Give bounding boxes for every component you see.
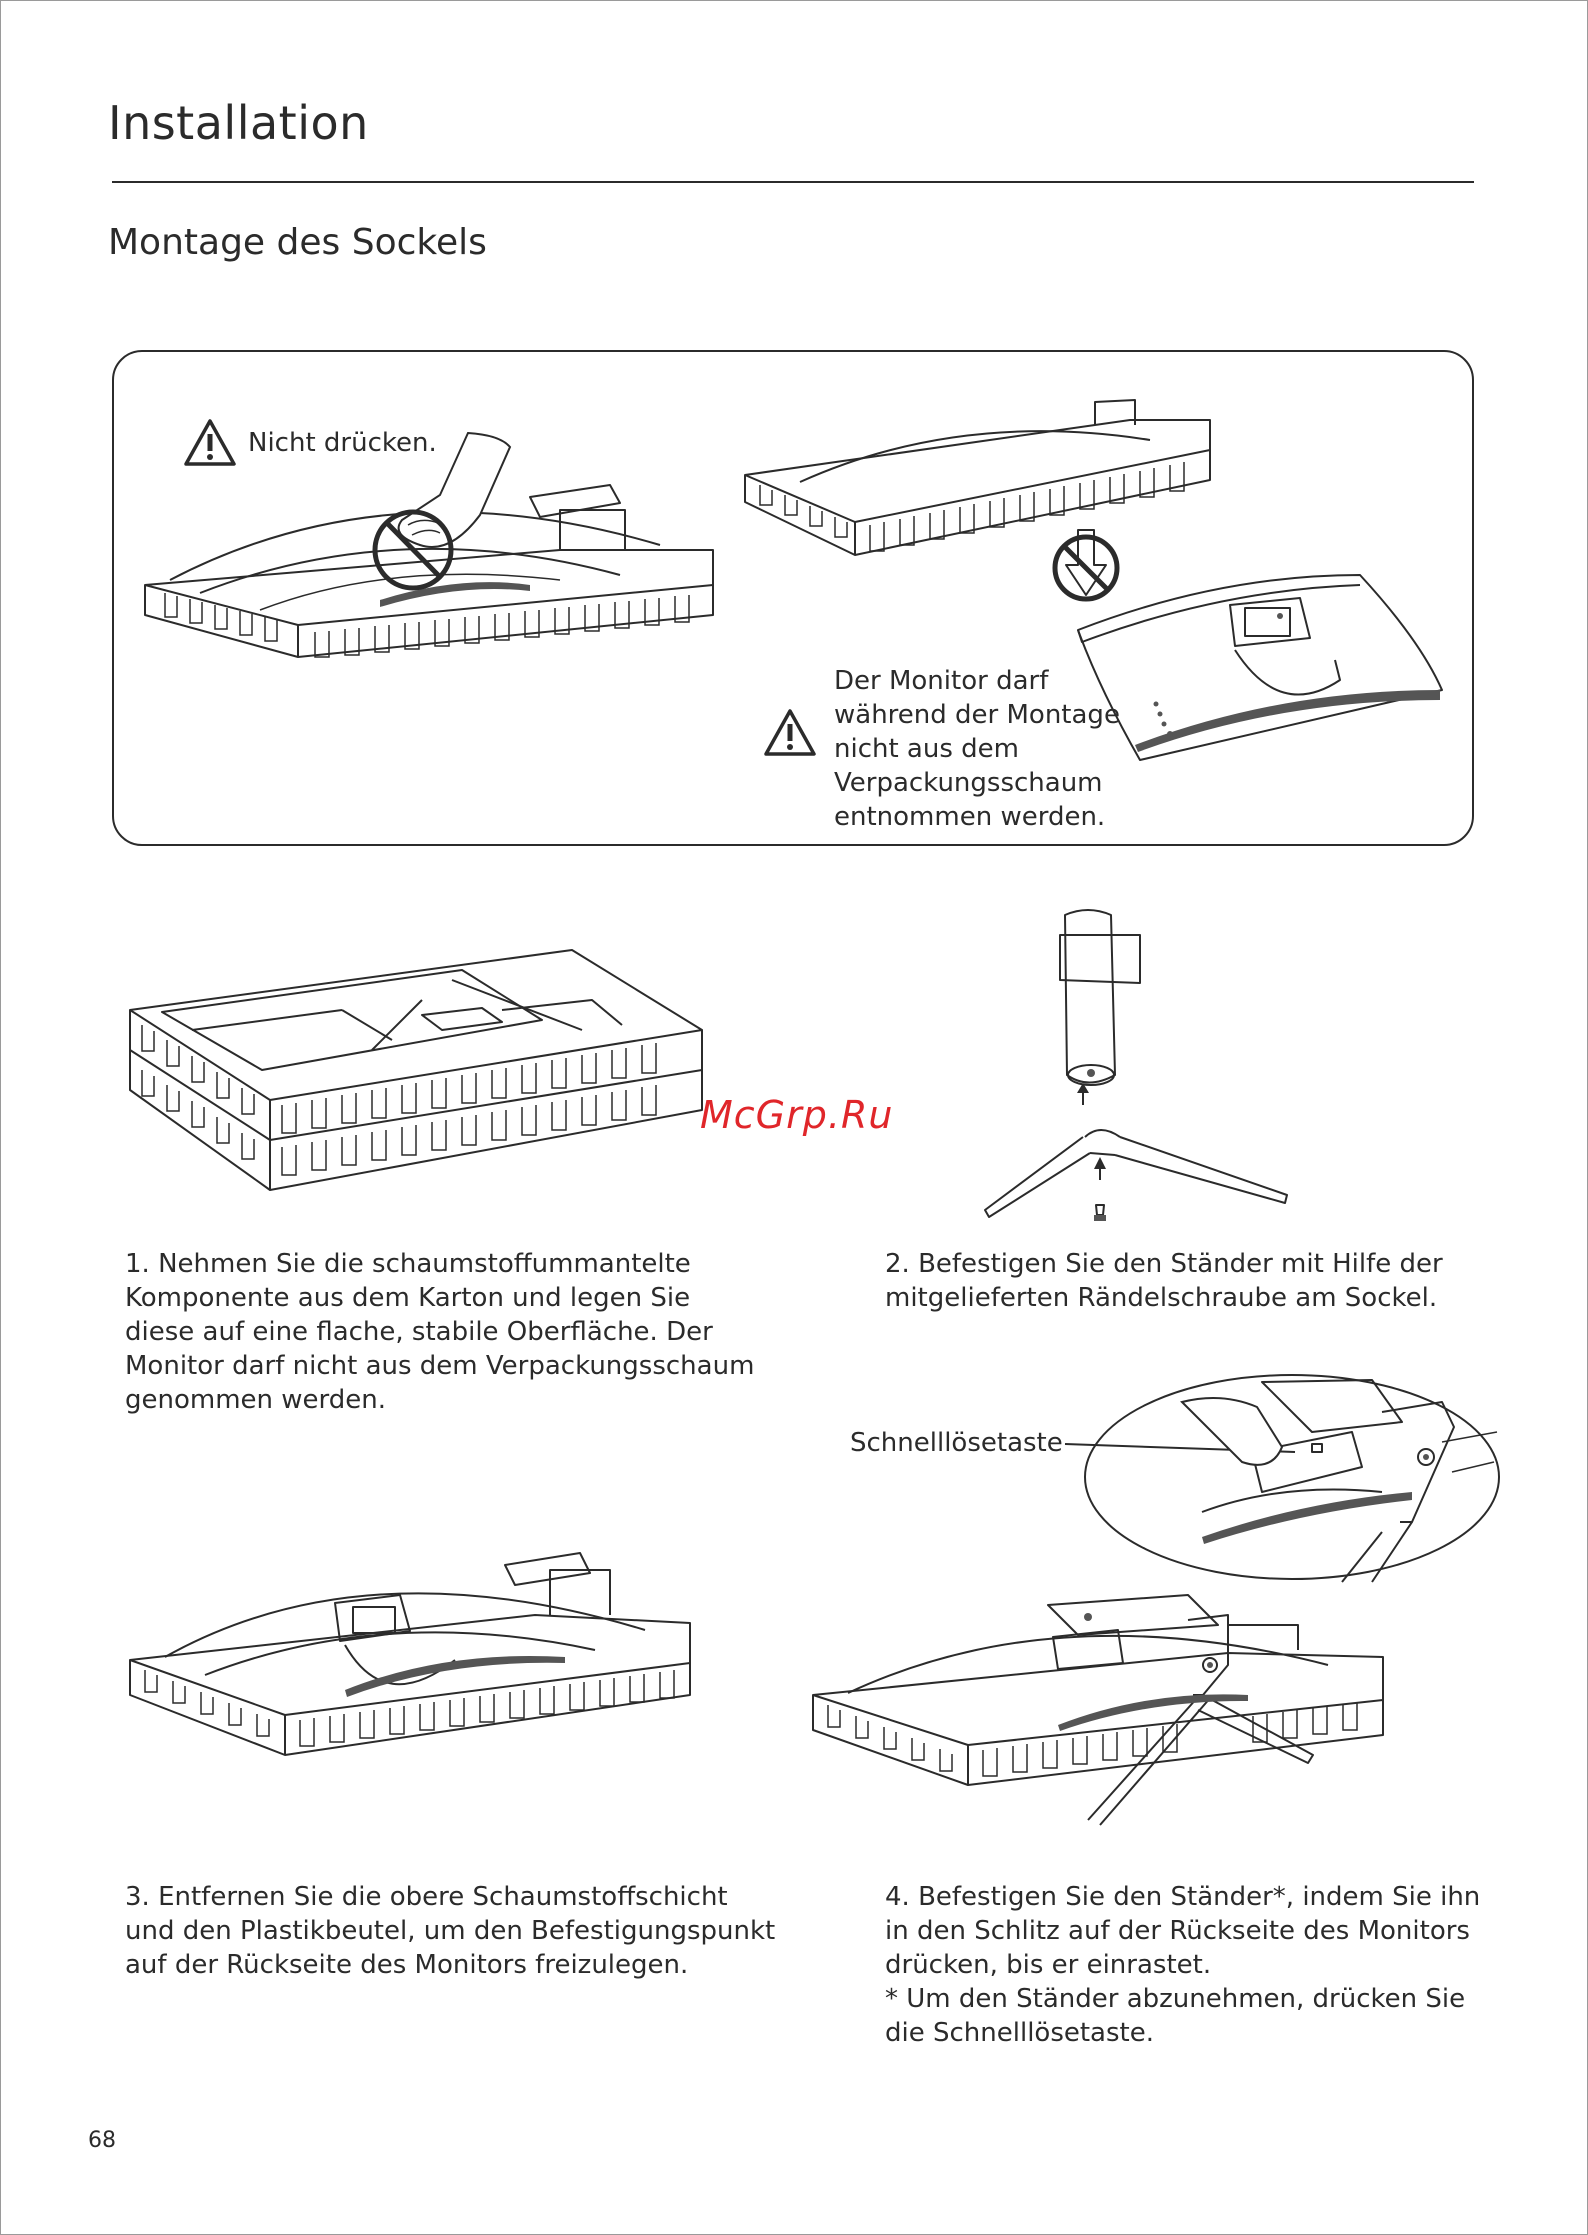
step-3-text: 3. Entfernen Sie die obere Schaumstoffsc… — [125, 1882, 776, 1980]
no-press-warning: Nicht drücken. — [248, 428, 437, 458]
section-title: Montage des Sockels — [108, 222, 487, 263]
step-2-text: 2. Befestigen Sie den Ständer mit Hilfe … — [885, 1249, 1443, 1313]
page-number: 68 — [88, 2128, 116, 2153]
warning-triangle-icon — [764, 709, 816, 756]
quick-release-detail-illustration — [1084, 1374, 1500, 1583]
watermark: McGrp.Ru — [700, 1093, 894, 1137]
title-divider — [112, 181, 1474, 183]
page-title: Installation — [108, 96, 369, 150]
monitor-out-of-foam-illustration — [744, 399, 1443, 761]
step-1-text: 1. Nehmen Sie die schaumstoffummantelte … — [125, 1249, 755, 1415]
quick-release-label: Schnelllösetaste — [850, 1428, 1063, 1458]
warning-triangle-icon — [184, 419, 236, 466]
monitor-in-foam-illustration — [144, 431, 714, 658]
step-4-text: 4. Befestigen Sie den Ständer*, indem Si… — [885, 1882, 1481, 2048]
step1-foam-package-illustration — [129, 949, 703, 1191]
step2-stand-base-illustration — [984, 909, 1288, 1221]
keep-in-foam-warning: Der Monitor darf während der Montage nic… — [834, 666, 1120, 832]
step3-foam-removed-illustration — [129, 1552, 691, 1756]
step4-stand-attached-illustration — [812, 1594, 1384, 1826]
warning-panel — [112, 350, 1474, 846]
